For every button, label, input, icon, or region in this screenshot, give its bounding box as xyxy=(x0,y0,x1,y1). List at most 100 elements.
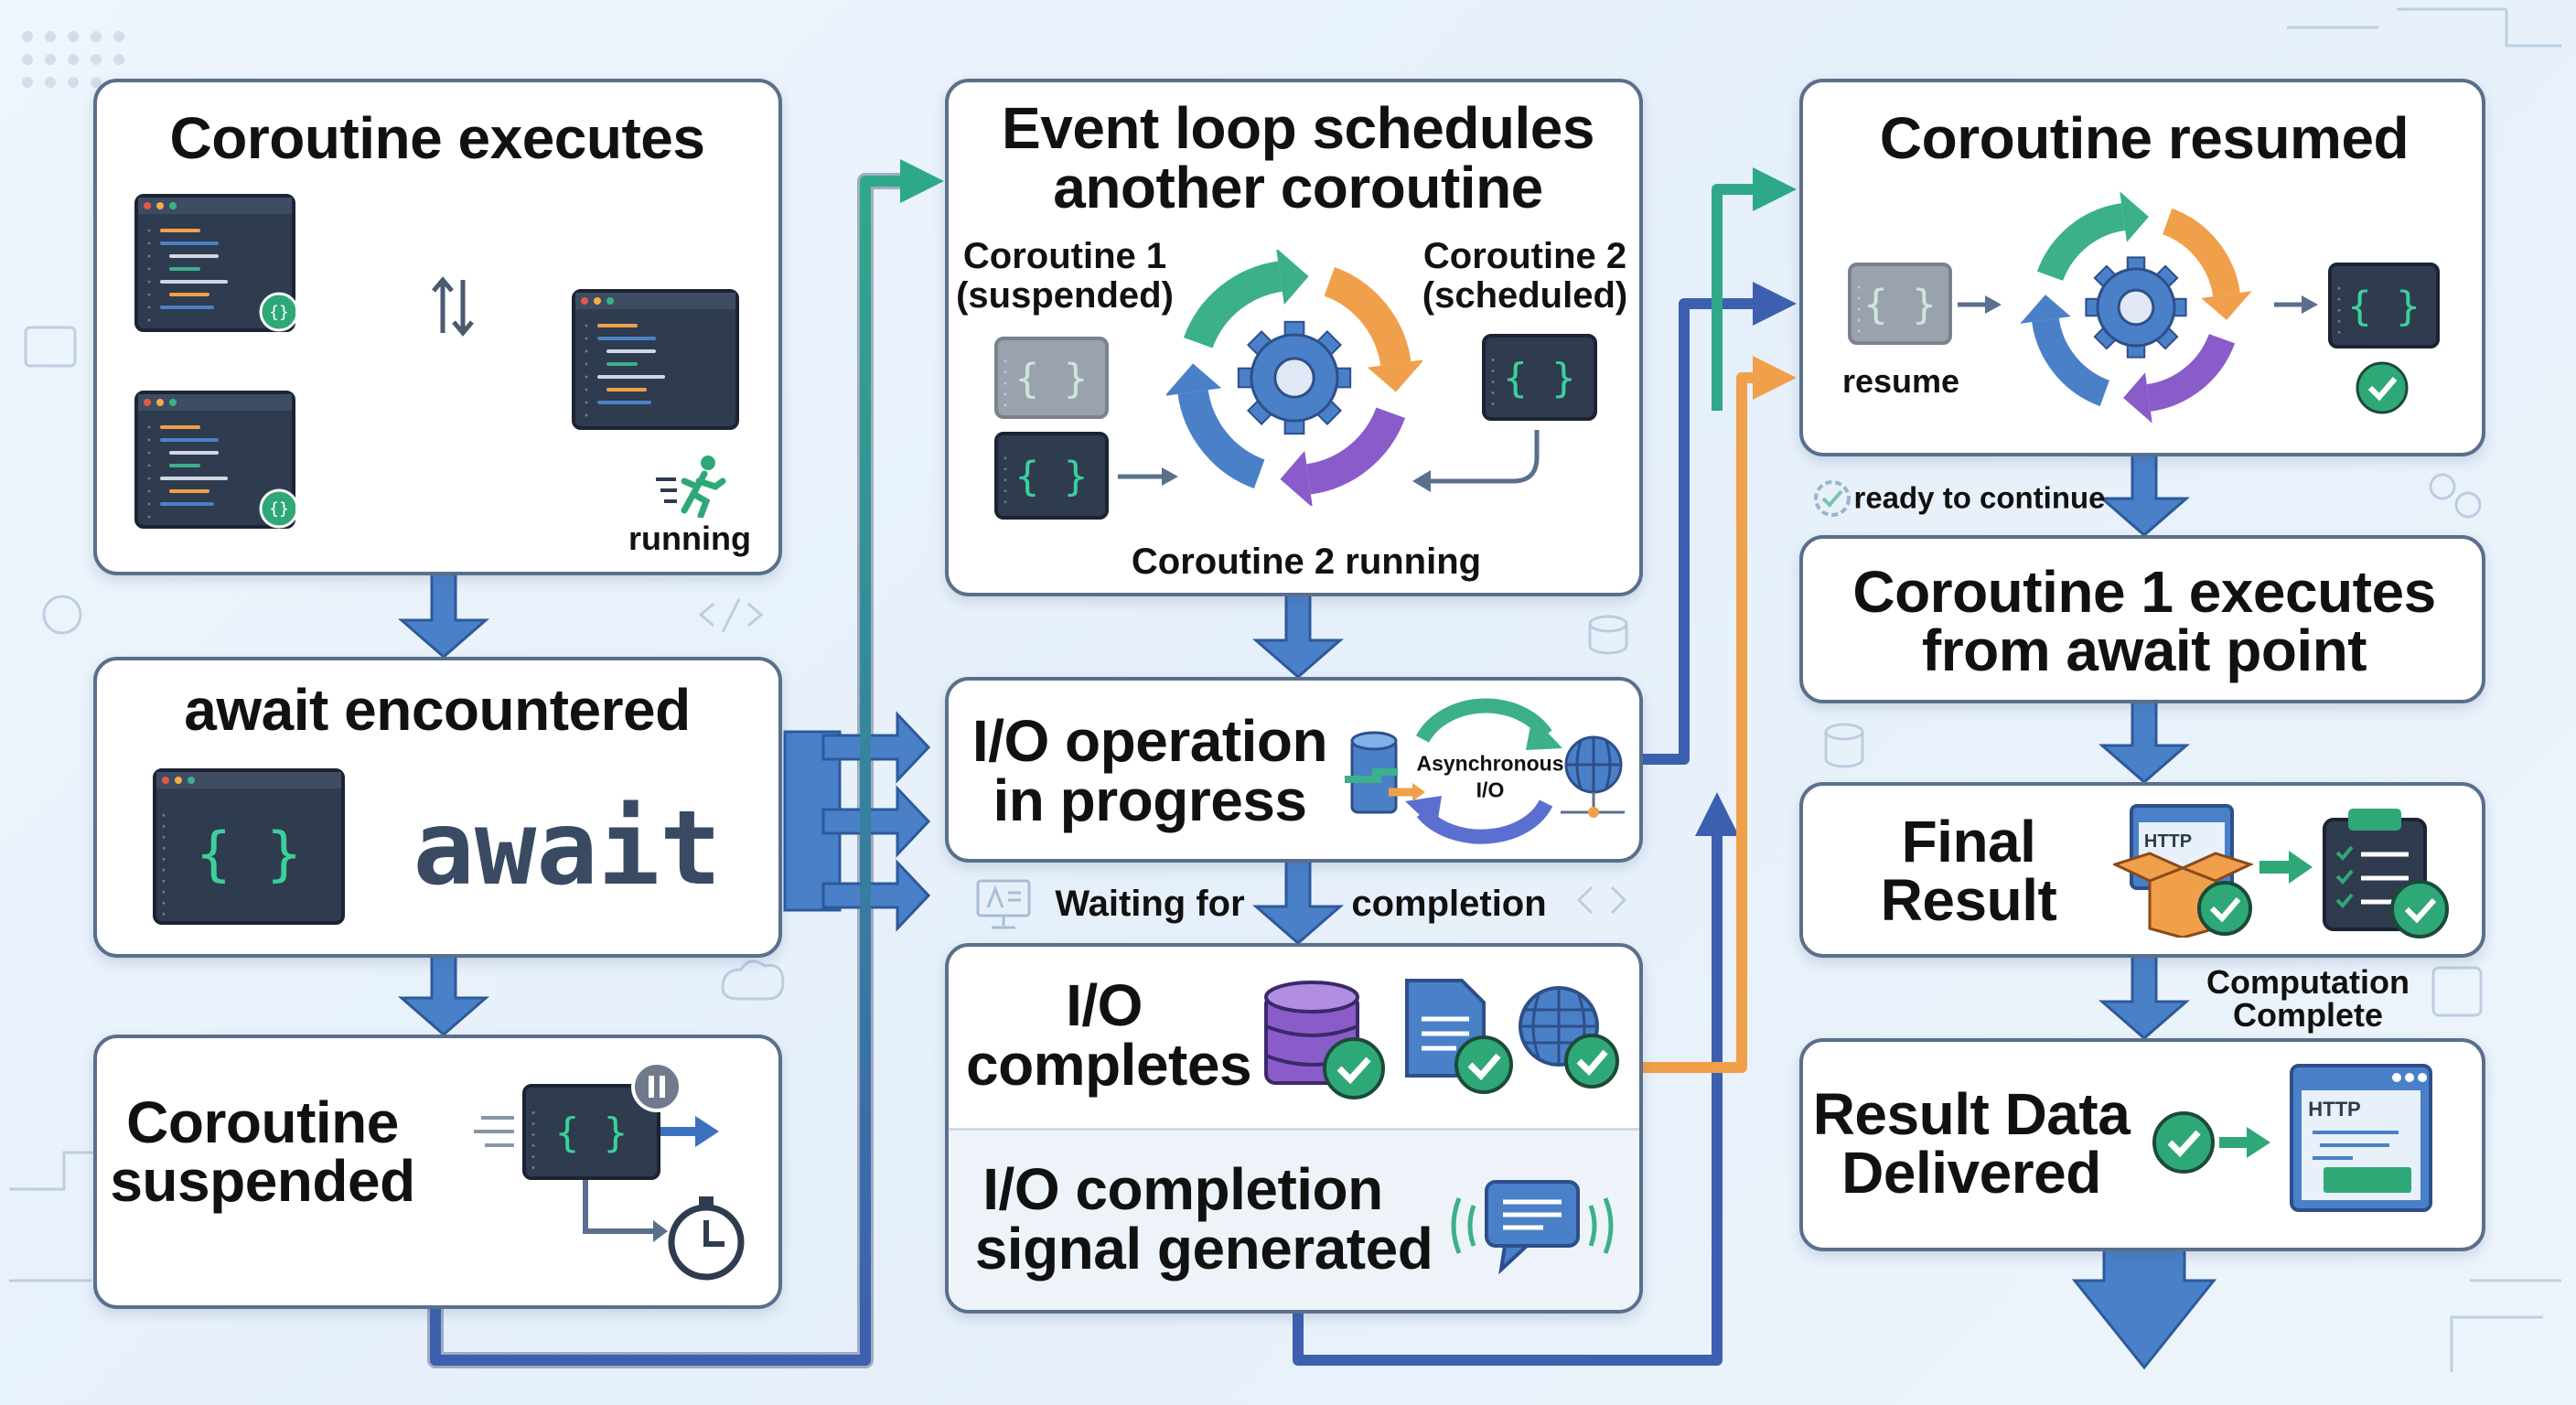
resuming-coroutine-icon: { } xyxy=(1848,263,1952,345)
arrow-right-icon xyxy=(660,1116,719,1147)
code-block-icon: { } xyxy=(522,1084,660,1180)
svg-text:{ }: { } xyxy=(2347,283,2420,329)
cycle-arrow xyxy=(2162,208,2240,297)
branch-arrow xyxy=(821,859,931,932)
signal-chat-icon xyxy=(1451,1180,1614,1275)
signal-title-line1: I/O completion xyxy=(982,1156,1383,1222)
step-title: await encountered xyxy=(184,677,691,743)
svg-text:{}: {} xyxy=(269,303,289,322)
arrow-right-icon xyxy=(2259,851,2313,884)
http-label: HTTP xyxy=(2308,1098,2361,1121)
svg-text:{ }: { } xyxy=(1503,355,1575,402)
step-title-line1: I/O operation xyxy=(971,708,1328,774)
loop-back-connector xyxy=(430,159,944,1366)
cycle-arrow xyxy=(2146,333,2236,412)
flow-arrow-down xyxy=(2098,694,2191,784)
http-package-icon xyxy=(2113,804,2255,938)
flow-arrow-down xyxy=(2098,447,2191,537)
cycle-arrow xyxy=(1305,407,1406,495)
step-title-line2: suspended xyxy=(110,1148,415,1214)
step-title-line1: Coroutine 1 executes xyxy=(1852,559,2436,625)
step-title-line1: I/O xyxy=(1066,972,1143,1038)
step-title-line1: Final xyxy=(1901,809,2036,874)
arrow-right-icon xyxy=(1958,295,2002,314)
coroutine2-label: Coroutine 2 xyxy=(1422,236,1627,276)
cycle-arrowhead xyxy=(2120,191,2149,242)
cycle-arrow xyxy=(1177,389,1265,489)
runner-icon xyxy=(656,456,726,518)
swap-arrows-icon xyxy=(432,276,474,337)
http-label: HTTP xyxy=(2143,831,2193,852)
pause-icon xyxy=(631,1061,682,1112)
running-coroutine-icon: { } xyxy=(2328,263,2440,349)
code-tag-decoration-icon xyxy=(698,598,764,633)
completion-connector xyxy=(1293,792,1739,1366)
cycle-arrowhead xyxy=(2020,295,2071,324)
step-title: Coroutine resumed xyxy=(1879,105,2410,171)
branch-arrow xyxy=(821,711,931,784)
signal-title-line2: signal generated xyxy=(974,1216,1433,1282)
computation-label-line2: Complete xyxy=(2232,996,2384,1034)
waiting-label-right: completion xyxy=(1351,884,1547,924)
svg-text:{ }: { } xyxy=(1863,281,1936,327)
dots-decoration xyxy=(22,31,124,88)
event-loop-caption: Coroutine 2 running xyxy=(1131,542,1482,582)
step-title-line1: Result Data xyxy=(1812,1081,2131,1147)
final-output-arrow xyxy=(2071,1242,2217,1370)
step-title: Coroutine executes xyxy=(169,105,705,171)
svg-text:{}: {} xyxy=(269,499,289,519)
arrow-right-icon xyxy=(1118,467,1178,486)
branch-connector xyxy=(783,730,842,912)
motion-lines-icon xyxy=(474,1116,514,1147)
return-arrow-icon xyxy=(1412,430,1540,492)
step-title-line2: Result xyxy=(1880,867,2057,933)
gear-check-icon xyxy=(1814,480,1851,517)
arrow-right-icon xyxy=(2274,295,2318,314)
flow-arrow-down xyxy=(2098,949,2191,1040)
flow-arrow-down xyxy=(1251,853,1345,945)
signal-connector xyxy=(1643,356,1797,1073)
code-decoration-icon xyxy=(24,326,77,368)
flow-arrow-down xyxy=(397,949,490,1036)
document-complete-icon xyxy=(1405,979,1513,1094)
svg-text:{ }: { } xyxy=(1015,355,1088,402)
ready-label: ready to continue xyxy=(1853,480,2106,515)
cycle-arrowhead xyxy=(1280,450,1313,506)
step-title-line1: Coroutine xyxy=(126,1089,399,1155)
event-loop-cycle-icon xyxy=(1166,250,1422,506)
cycle-arrowhead xyxy=(1276,250,1309,306)
suspended-coroutine-icon: { } xyxy=(994,337,1109,419)
code-window-icon xyxy=(572,289,739,430)
cycle-arrowhead xyxy=(2123,372,2152,424)
computation-label-line1: Computation xyxy=(2206,963,2410,1001)
step-coroutine1-executes xyxy=(1799,535,2485,703)
stopwatch-icon xyxy=(583,1180,745,1281)
step-title-line2: in progress xyxy=(993,767,1307,833)
code-window-icon: {} xyxy=(134,194,299,332)
flow-arrow-down xyxy=(397,566,490,659)
check-circle-icon xyxy=(2152,1111,2270,1174)
status-running: running xyxy=(628,520,751,557)
cycle-arrowhead xyxy=(1166,363,1222,396)
green-connector xyxy=(1712,167,1797,411)
step-title-line2: another coroutine xyxy=(1053,155,1543,220)
resume-label: resume xyxy=(1841,362,1960,400)
cycle-arrow xyxy=(1183,261,1283,349)
gear-icon xyxy=(2085,256,2187,359)
branch-arrow xyxy=(821,785,931,858)
clipboard-complete-icon xyxy=(2323,809,2449,938)
cycle-arrowhead xyxy=(2201,291,2252,320)
async-io-icon xyxy=(1345,698,1625,844)
cycle-arrow xyxy=(2036,203,2126,282)
step-title-line2: Delivered xyxy=(1841,1140,2101,1206)
step-title-line2: completes xyxy=(965,1032,1252,1098)
svg-text:{ }: { } xyxy=(196,821,302,889)
svg-text:{ }: { } xyxy=(555,1110,628,1156)
coroutine1-label: Coroutine 1 xyxy=(962,236,1167,276)
cycle-arrowhead xyxy=(1367,359,1422,392)
io-to-resume-connector xyxy=(1643,282,1797,765)
resume-cycle-icon xyxy=(2020,191,2252,424)
cycle-arrow xyxy=(1324,266,1411,367)
async-io-label-line2: I/O xyxy=(1476,778,1505,802)
